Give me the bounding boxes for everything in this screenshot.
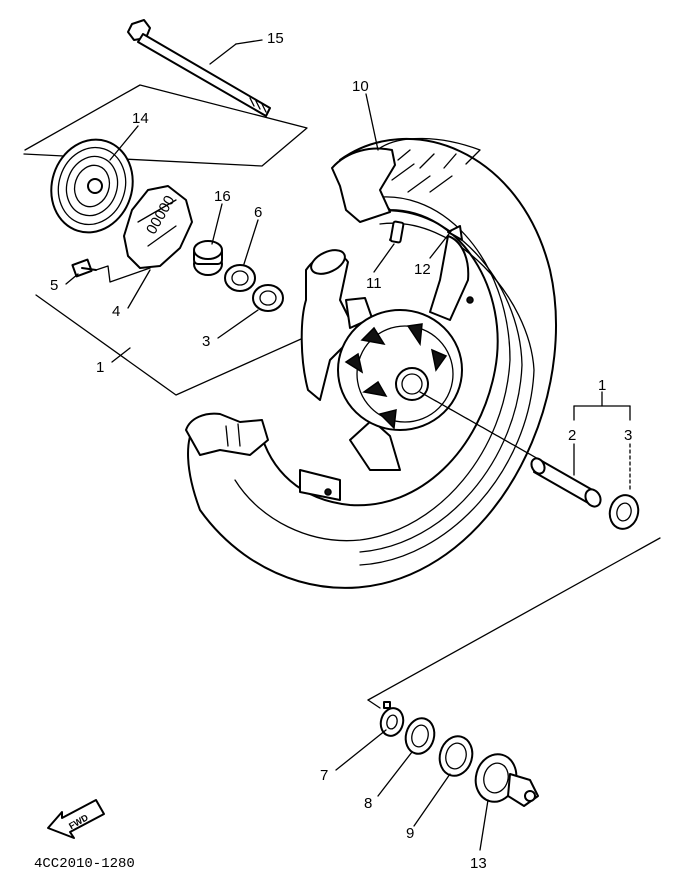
spacer-2 <box>530 457 602 508</box>
callout-8: 8 <box>364 795 372 812</box>
forward-arrow-icon: FWD <box>47 799 105 839</box>
bearing-3-right <box>608 494 640 530</box>
bolt <box>71 258 151 283</box>
callout-labels: 15 14 16 6 10 11 12 5 4 3 1 1 2 3 7 8 9 … <box>50 30 632 872</box>
assembly-outline-left <box>23 84 311 396</box>
brake-drum <box>50 138 134 234</box>
meter-gear-unit-13 <box>474 753 539 807</box>
callout-15: 15 <box>267 30 284 47</box>
axle-centerline <box>419 391 541 461</box>
callout-3-left: 3 <box>202 333 210 350</box>
assembly-outline-lower <box>367 537 661 701</box>
callout-10: 10 <box>352 78 369 95</box>
retainer-7 <box>379 701 405 737</box>
wheel-assembly <box>185 137 557 589</box>
callout-1-left: 1 <box>96 359 104 376</box>
leader-lines <box>65 39 489 851</box>
wheel-axle <box>127 19 271 117</box>
callout-1-right: 1 <box>598 377 606 394</box>
callout-4: 4 <box>112 303 120 320</box>
callout-11: 11 <box>366 275 382 292</box>
callout-13: 13 <box>470 855 487 872</box>
brake-shoe-plate: 00000 <box>123 185 193 269</box>
meter-clutch-8 <box>404 717 436 755</box>
bearing-6 <box>224 264 256 292</box>
diagram-code: 4CC2010-1280 <box>34 856 135 872</box>
callout-14: 14 <box>132 110 149 127</box>
callout-16: 16 <box>214 188 231 205</box>
callout-3-right: 3 <box>624 427 632 444</box>
oil-seal-9 <box>438 735 474 777</box>
bearing-3-left <box>252 284 284 312</box>
callout-2: 2 <box>568 427 576 444</box>
callout-5: 5 <box>50 277 58 294</box>
callout-9: 9 <box>406 825 414 842</box>
callout-7: 7 <box>320 767 328 784</box>
collar-16 <box>193 240 223 276</box>
callout-bracket-right <box>573 391 631 491</box>
callout-6: 6 <box>254 204 262 221</box>
callout-12: 12 <box>414 261 431 278</box>
